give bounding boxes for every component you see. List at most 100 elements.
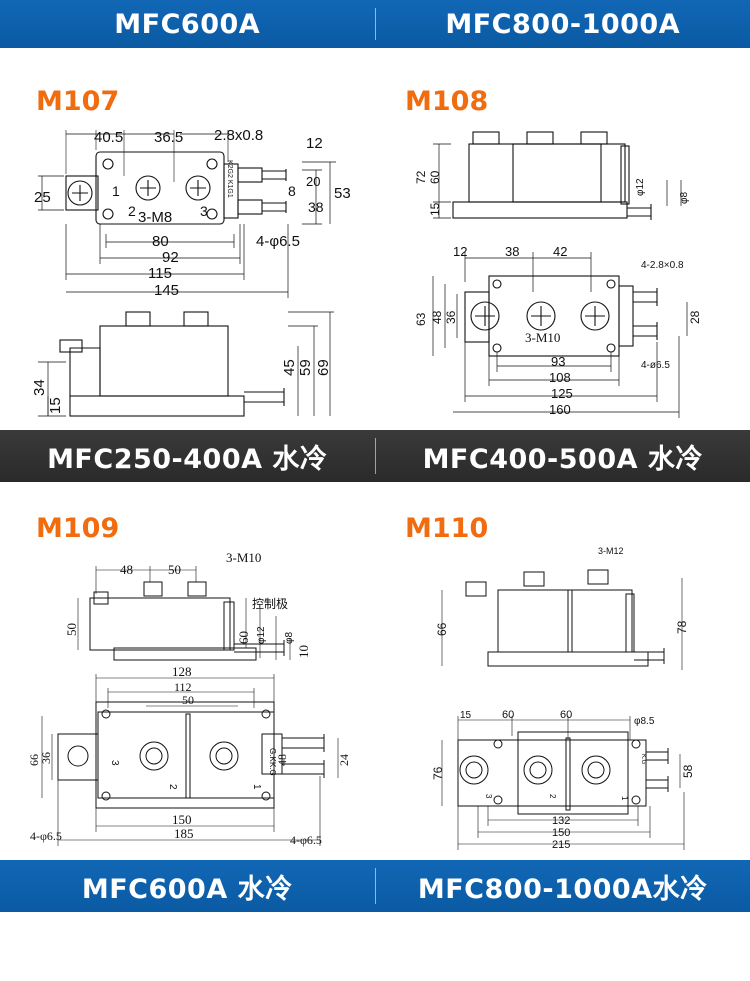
m109-dim-10: 10 — [296, 645, 311, 658]
m110-dim-66: 66 — [435, 622, 449, 636]
m109-terminal-2: 2 — [167, 784, 178, 790]
bottom-right-label: MFC800-1000A水冷 — [417, 873, 708, 905]
header-band-mid: MFC250-400A 水冷 MFC400-500A 水冷 — [0, 430, 750, 482]
m109-gate-label: 控制极 — [252, 597, 288, 611]
header-band-bottom: MFC600A 水冷 MFC800-1000A水冷 — [0, 860, 750, 912]
m107-dim-slot: 2.8x0.8 — [214, 127, 263, 144]
mid-divider — [374, 438, 376, 474]
m107-terminal-1: 1 — [112, 183, 120, 199]
m109-dim-36: 36 — [39, 752, 53, 764]
m108-dim-72: 72 — [414, 170, 428, 184]
m107-screws: 3-M8 — [138, 209, 172, 226]
m107-dim-8: 8 — [288, 183, 296, 199]
m108-screws: 3-M10 — [525, 330, 560, 345]
mid-left-label: MFC250-400A 水冷 — [47, 443, 328, 475]
m110-dim-150: 150 — [552, 827, 570, 839]
m108-dim-42: 42 — [553, 244, 567, 259]
m108-dim-60: 60 — [428, 170, 442, 184]
m110-dim-60-b: 60 — [560, 709, 572, 721]
m109-dim-112: 112 — [174, 680, 192, 694]
m110-terminal-3: 3 — [484, 794, 493, 799]
m107-dim-15: 15 — [47, 397, 64, 414]
m109-dim-50-side: 50 — [64, 623, 79, 636]
m108-holes: 4-ø6.5 — [641, 360, 670, 371]
m110-dim-58: 58 — [681, 764, 695, 778]
m108-dim-15: 15 — [428, 202, 442, 216]
m107-terminal-2: 2 — [128, 203, 136, 219]
m110-dim-78: 78 — [675, 620, 689, 634]
m107-dim-69: 69 — [315, 359, 332, 376]
model-label-m109: M109 — [36, 513, 120, 544]
m109-drawing: 48 50 3-M10 控制极 50 60 φ12 φ8 10 128 112 … — [28, 550, 351, 847]
m110-dim-60-a: 60 — [502, 709, 514, 721]
m108-drawing: 72 60 15 φ12 φ8 12 38 42 4-2.8×0.8 63 48… — [414, 131, 702, 418]
m107-dim-20: 20 — [306, 174, 320, 189]
m107-dim-34: 34 — [31, 379, 48, 396]
m109-kg-label: K.G — [268, 762, 277, 776]
m108-dim-108: 108 — [549, 370, 571, 385]
m108-slot: 4-2.8×0.8 — [641, 260, 684, 271]
m110-screws: 3-M12 — [598, 546, 624, 556]
m110-dim-215: 215 — [552, 839, 570, 851]
m110-dim-15: 15 — [460, 710, 472, 721]
mid-right-label: MFC400-500A 水冷 — [422, 443, 703, 475]
m109-gk-label: G.K — [268, 748, 277, 762]
header-divider — [374, 8, 376, 40]
m108-dim-phi8: φ8 — [679, 192, 690, 204]
header-band-top: MFC600A MFC800-1000A — [0, 0, 750, 48]
m109-dim-50-b: 50 — [182, 693, 194, 707]
m107-dim-36-5: 36.5 — [154, 129, 183, 146]
m109-screws: 3-M10 — [226, 550, 261, 565]
m109-dim-50: 50 — [168, 562, 181, 577]
m110-terminal-1: 1 — [620, 796, 629, 801]
m107-side-label: K2G2 K1G1 — [226, 160, 233, 198]
m109-dim-66: 66 — [28, 754, 41, 766]
m108-dim-36: 36 — [444, 310, 458, 324]
m107-dim-59: 59 — [297, 359, 314, 376]
m107-drawing: 40.5 36.5 2.8x0.8 12 25 8 20 38 53 1 2 3… — [31, 127, 351, 417]
m107-dim-92: 92 — [162, 249, 179, 266]
model-label-m107: M107 — [36, 86, 120, 117]
m108-dim-12: 12 — [453, 244, 467, 259]
m107-dim-40-5: 40.5 — [94, 129, 123, 146]
m107-terminal-3: 3 — [200, 203, 208, 219]
m108-dim-phi12: φ12 — [635, 178, 646, 196]
m110-dim-76: 76 — [431, 766, 445, 780]
m108-dim-93: 93 — [551, 354, 565, 369]
m109-dim-48-v: 48 — [275, 754, 289, 766]
m109-dim-48: 48 — [120, 562, 133, 577]
header-left-label: MFC600A — [114, 8, 261, 40]
m110-terminal-2: 2 — [548, 794, 557, 799]
bottom-left-label: MFC600A 水冷 — [81, 873, 293, 905]
m109-dim-phi8: φ8 — [284, 632, 295, 644]
m107-dim-53: 53 — [334, 185, 351, 202]
m107-dim-145: 145 — [154, 282, 179, 299]
m108-dim-125: 125 — [551, 386, 573, 401]
m107-holes: 4-φ6.5 — [256, 233, 300, 250]
m109-terminal-3: 3 — [109, 760, 120, 766]
m109-holes-left: 4-φ6.5 — [30, 829, 62, 843]
m108-dim-38: 38 — [505, 244, 519, 259]
m109-dim-185: 185 — [174, 826, 194, 841]
m107-dim-45: 45 — [281, 359, 298, 376]
m110-small-label: K.G — [640, 754, 646, 765]
m107-dim-12: 12 — [306, 135, 323, 152]
model-label-m110: M110 — [405, 513, 489, 544]
header-right-label: MFC800-1000A — [445, 8, 681, 40]
m109-dim-60: 60 — [236, 631, 251, 644]
m110-drawing: 3-M12 66 78 15 60 60 φ8.5 76 58 K.G 2 3 … — [431, 546, 695, 851]
m110-dim-132: 132 — [552, 815, 570, 827]
m108-dim-28: 28 — [688, 310, 702, 324]
m108-dim-160: 160 — [549, 402, 571, 417]
m110-dim-phi8-5: φ8.5 — [634, 716, 655, 727]
m107-dim-38: 38 — [308, 199, 324, 215]
bottom-divider — [374, 868, 376, 904]
m107-dim-115: 115 — [148, 265, 172, 282]
m109-dim-128: 128 — [172, 664, 192, 679]
m109-dim-150: 150 — [172, 812, 192, 827]
m108-dim-48: 48 — [430, 310, 444, 324]
m109-terminal-1: 1 — [251, 784, 262, 790]
m107-dim-80: 80 — [152, 233, 169, 250]
m108-dim-63: 63 — [414, 312, 428, 326]
m109-dim-phi12: φ12 — [256, 626, 267, 644]
